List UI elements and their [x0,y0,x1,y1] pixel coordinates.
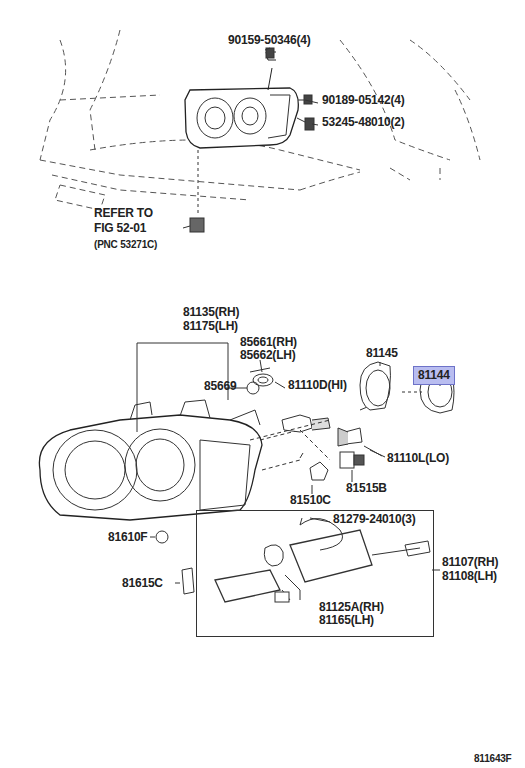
callout-number: 81510C [290,494,331,507]
callout-number: 85669 [204,380,236,393]
callout-number: 81125A(RH) 81165(LH) [319,601,384,627]
callout-number: 81145 [366,347,398,360]
callout-number: 81515B [346,482,387,495]
callout-number: 81107(RH) [442,556,498,569]
callout-number: 53245-48010(2) [322,116,405,129]
callout-number: 81175(LH) [183,320,238,333]
callout-number: 811643F [474,752,512,765]
callout-number: 81108(LH) [442,570,497,583]
assembly-box: 81279-24010(3) 81125A(RH) 81165(LH) [196,510,434,637]
part-number: 81144 [414,367,454,384]
callout-number: 90189-05142(4) [322,94,405,107]
callout-number: 81135(RH) [183,306,239,319]
callout-number: FIG 52-01 [94,222,146,235]
callout-number: 81110L(LO) [387,452,449,465]
callout-number: 81110D(HI) [288,379,347,392]
callout-number: 85661(RH) [240,336,297,349]
callout-number: REFER TO [94,207,153,220]
highlighted-part-box: 81144 [413,366,455,385]
callout-number: 81279-24010(3) [333,513,416,526]
callout-number: 85662(LH) [240,349,296,362]
callout-number: (PNC 53271C) [94,238,157,251]
callout-number: 81610F [108,531,148,544]
callout-number: 81615C [122,577,163,590]
callout-number: 90159-50346(4) [228,34,311,47]
